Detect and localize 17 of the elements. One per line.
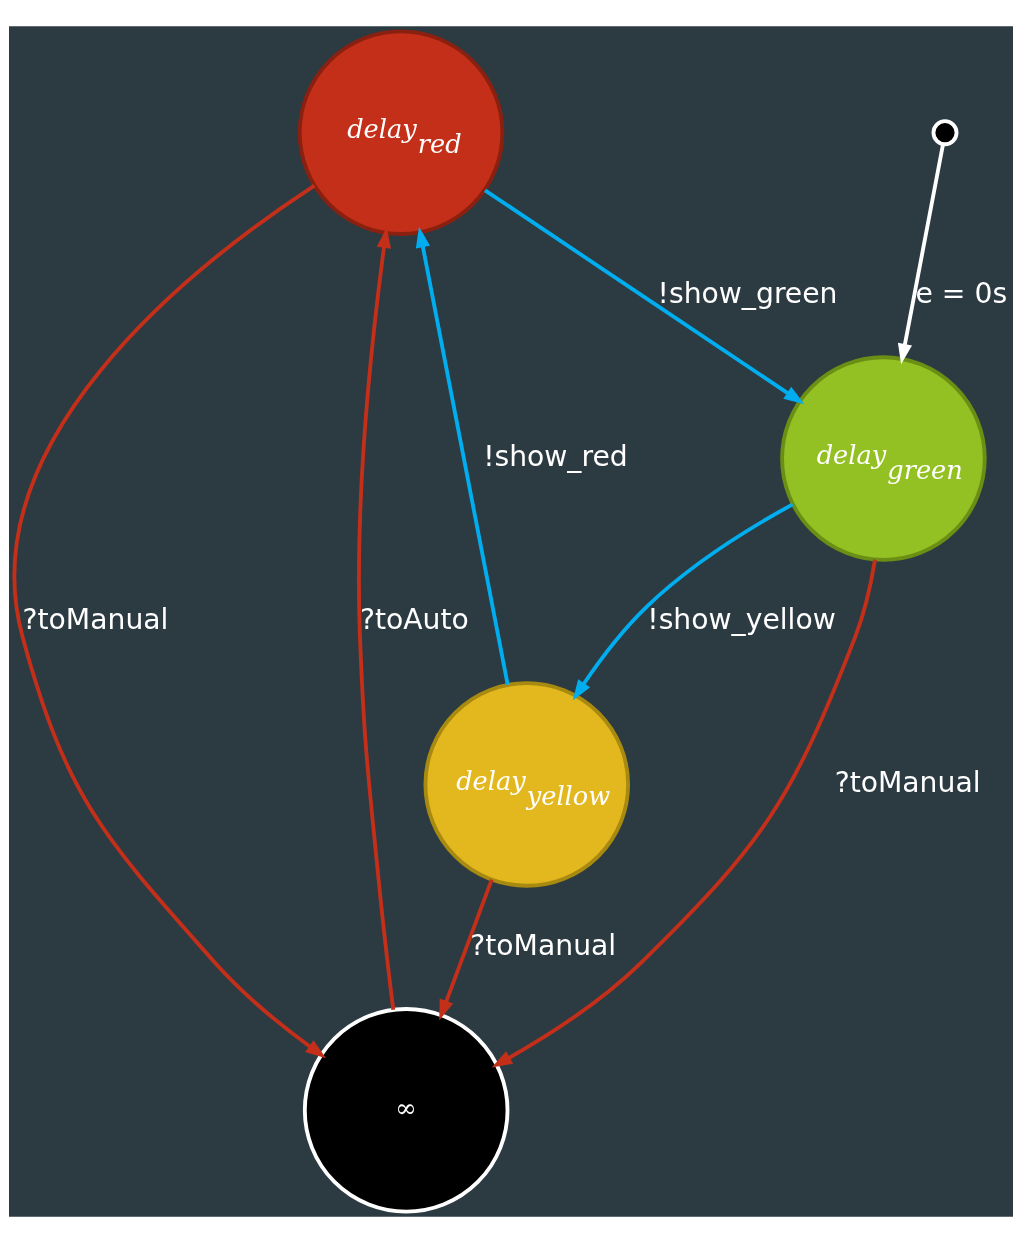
arrow: [12, 184, 326, 1059]
arrow: [572, 502, 793, 701]
edge-label: !show_green: [657, 276, 837, 310]
node-circle: [931, 119, 958, 147]
arrow: [491, 559, 877, 1068]
edge-label: ?toManual: [834, 765, 981, 799]
edge-label: !show_yellow: [646, 602, 836, 636]
edge-label: !show_red: [482, 439, 628, 473]
arrow: [483, 188, 804, 405]
edge-label: ?toManual: [22, 602, 168, 636]
arrow: [415, 226, 510, 686]
edge-label: e = 0s: [915, 276, 1007, 310]
arrow: [897, 144, 945, 365]
edge-label: ?toManual: [469, 928, 616, 962]
edge-label: ?toAuto: [359, 602, 469, 636]
arrow: [356, 227, 395, 1010]
arrow: [438, 879, 493, 1021]
